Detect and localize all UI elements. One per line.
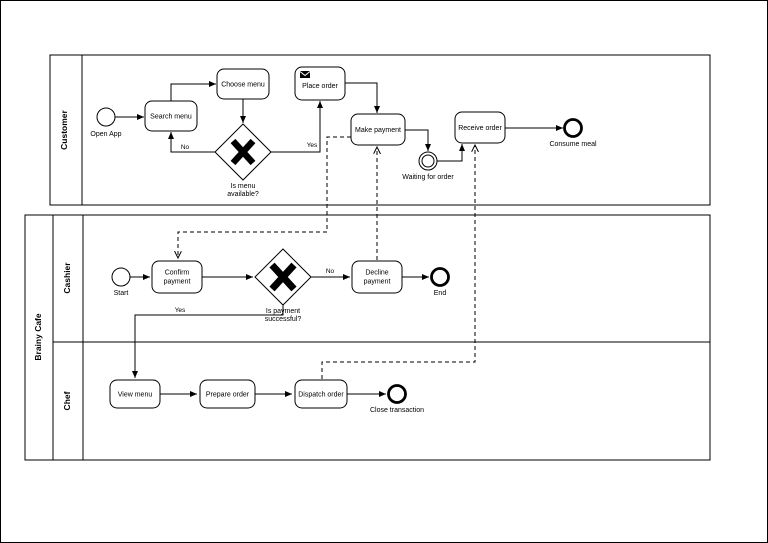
- search-menu-label: Search menu: [150, 114, 192, 121]
- payment-gateway-label-1: Is payment: [266, 308, 300, 315]
- waiting-for-order-label: Waiting for order: [402, 174, 454, 181]
- task-decline-payment: Decline payment: [351, 260, 403, 294]
- place-order-label: Place order: [302, 83, 338, 90]
- gateway-is-payment-successful: Is payment successful?: [254, 248, 312, 323]
- sequence-flows: [115, 81, 563, 397]
- make-payment-label: Make payment: [355, 127, 401, 134]
- message-makepayment-to-confirmpayment: [178, 136, 351, 258]
- pool-customer-label: Customer: [59, 109, 69, 149]
- decline-payment-label-2: payment: [364, 279, 391, 286]
- lane-cashier-label: Cashier: [62, 262, 72, 294]
- flow-gateway-yes-to-placeorder: [271, 101, 323, 153]
- payment-gateway-no-label: No: [326, 268, 335, 275]
- task-dispatch-order: Dispatch order: [294, 379, 348, 409]
- confirm-payment-label-2: payment: [164, 279, 191, 286]
- message-flows: [178, 136, 475, 379]
- menu-gateway-no-label: No: [181, 144, 190, 151]
- flow-makepayment-to-waiting: [405, 129, 431, 151]
- payment-gateway-yes-label: Yes: [175, 307, 186, 314]
- flow-gateway-yes-to-viewmenu: [132, 305, 284, 378]
- prepare-order-label: Prepare order: [206, 392, 250, 399]
- task-prepare-order: Prepare order: [199, 379, 256, 409]
- flow-waiting-to-receiveorder: [437, 144, 465, 162]
- choose-menu-label: Choose menu: [221, 82, 265, 89]
- gateway-x-icon: [230, 138, 256, 166]
- gateway-x-icon: [269, 262, 297, 292]
- end-event-close-transaction: Close transaction: [370, 384, 424, 414]
- task-place-order: Place order: [294, 66, 346, 101]
- end-event-cashier: End: [430, 267, 450, 297]
- pool-brainy-cafe-label: Brainy Cafe: [33, 313, 43, 361]
- dispatch-order-label: Dispatch order: [298, 392, 344, 399]
- receive-order-label: Receive order: [458, 125, 502, 132]
- menu-gateway-label-1: Is menu: [231, 183, 256, 190]
- task-choose-menu: Choose menu: [216, 68, 270, 100]
- cashier-end-label: End: [434, 290, 447, 297]
- confirm-payment-label-1: Confirm: [165, 270, 190, 277]
- end-event-consume-meal: Consume meal: [549, 118, 597, 148]
- close-transaction-label: Close transaction: [370, 407, 424, 414]
- flow-searchmenu-to-choosemenu: [170, 81, 216, 101]
- intermediate-event-waiting-for-order: Waiting for order: [402, 151, 454, 181]
- cashier-start-label: Start: [114, 290, 129, 297]
- task-receive-order: Receive order: [454, 111, 506, 144]
- flow-gateway-no-to-searchmenu: [168, 132, 215, 153]
- gateway-is-menu-available: Is menu available?: [214, 123, 272, 198]
- decline-payment-label-1: Decline: [365, 270, 388, 277]
- consume-meal-label: Consume meal: [549, 141, 597, 148]
- menu-gateway-label-2: available?: [227, 191, 259, 198]
- task-make-payment: Make payment: [350, 113, 406, 146]
- pool-brainy-cafe: Brainy Cafe Cashier Chef: [24, 214, 711, 461]
- task-view-menu: View menu: [109, 379, 161, 409]
- task-search-menu: Search menu: [144, 100, 198, 132]
- message-envelope-icon: [299, 71, 311, 78]
- payment-gateway-label-2: successful?: [265, 316, 302, 323]
- start-event-cashier: Start: [111, 267, 131, 297]
- lane-chef-label: Chef: [62, 391, 72, 410]
- start-event-open-app: Open App: [90, 107, 122, 138]
- task-confirm-payment: Confirm payment: [151, 260, 203, 294]
- menu-gateway-yes-label: Yes: [307, 142, 318, 149]
- flow-placeorder-to-makepayment: [345, 82, 380, 113]
- message-dispatchorder-to-receiveorder: [321, 145, 475, 379]
- open-app-label: Open App: [90, 131, 121, 138]
- view-menu-label: View menu: [118, 392, 153, 399]
